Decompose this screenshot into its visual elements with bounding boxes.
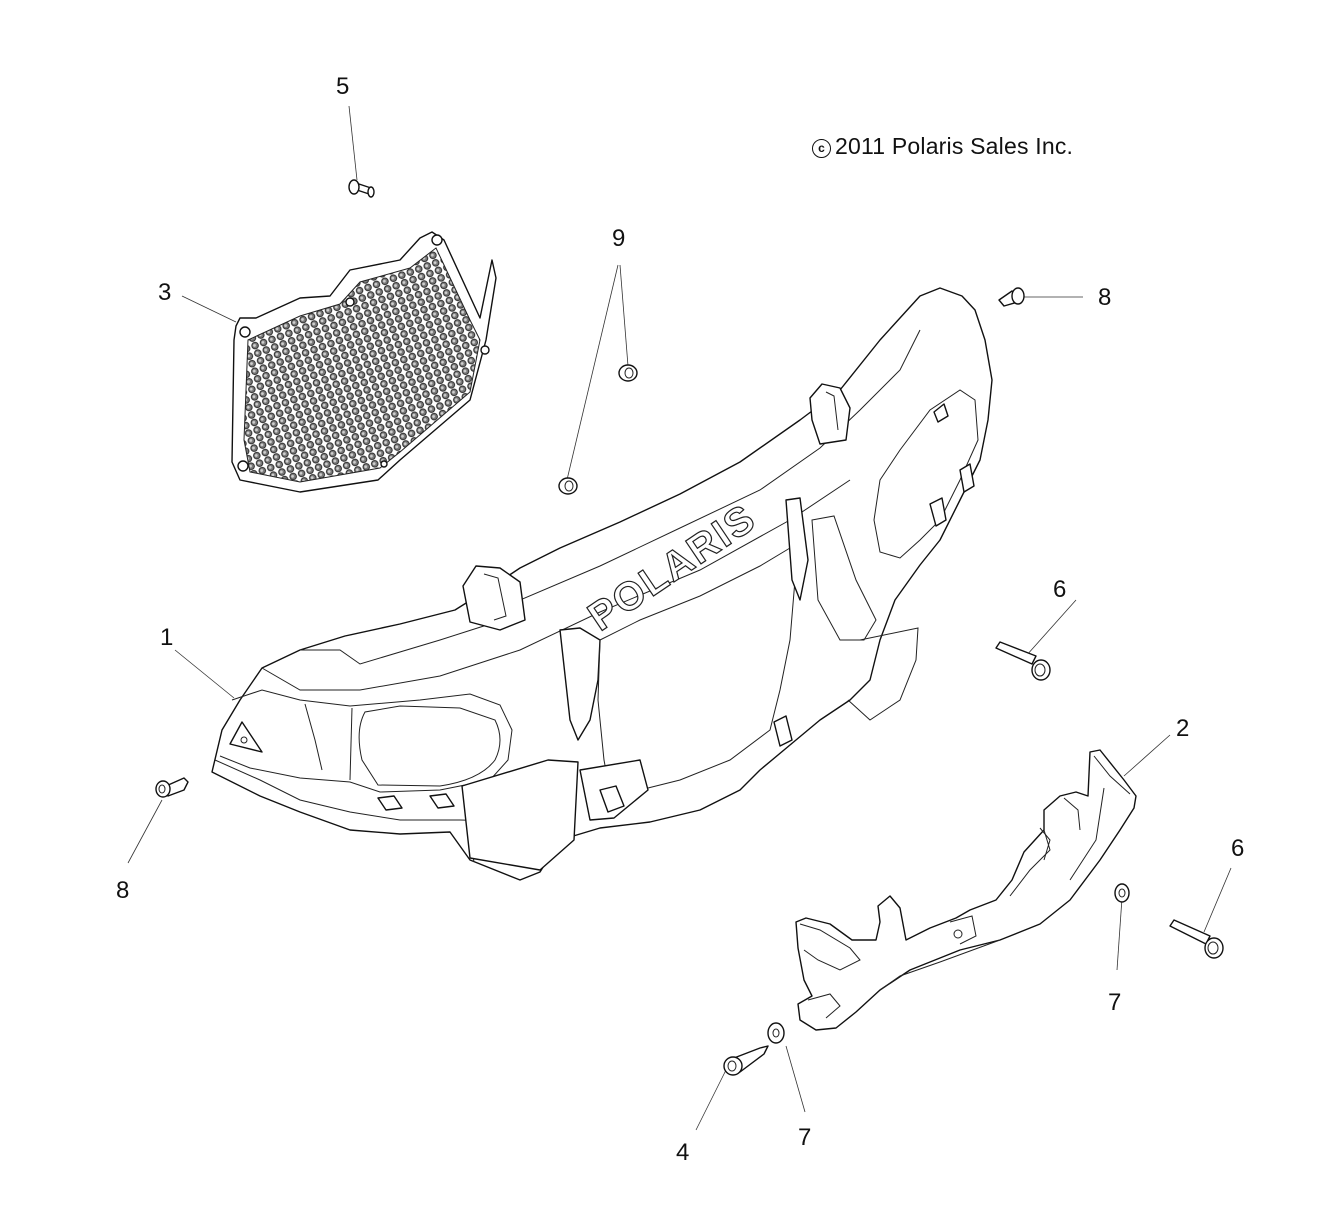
nut-icon [558, 264, 638, 495]
lower-skid-guard-icon [795, 734, 1171, 1031]
callout-8-rivet[interactable]: 8 [1098, 284, 1112, 311]
callout-3-grille[interactable]: 3 [158, 279, 172, 306]
flange-screw-icon [695, 1045, 769, 1131]
push-pin-icon [348, 105, 375, 198]
copyright-text: 2011 Polaris Sales Inc. [835, 133, 1074, 159]
callout-6-bolt[interactable]: 6 [1231, 835, 1245, 862]
callout-8-rivet[interactable]: 8 [116, 877, 130, 904]
callout-6-bolt[interactable]: 6 [1053, 576, 1067, 603]
front-bumper-icon: POLARIS [174, 287, 993, 881]
callout-2-skid-guard[interactable]: 2 [1176, 715, 1190, 742]
push-rivet-icon [998, 287, 1083, 307]
callout-5-push-pin[interactable]: 5 [336, 73, 350, 100]
washer-icon [767, 1022, 806, 1113]
flange-bolt-icon [995, 599, 1077, 681]
callout-7-washer[interactable]: 7 [798, 1124, 812, 1151]
push-rivet-icon [127, 777, 189, 864]
flange-bolt-icon [1169, 867, 1232, 959]
copyright-symbol-icon: c [812, 139, 831, 158]
callout-7-washer[interactable]: 7 [1108, 989, 1122, 1016]
callout-4-screw[interactable]: 4 [676, 1139, 690, 1166]
washer-icon [1114, 883, 1130, 971]
callout-1-bumper[interactable]: 1 [160, 624, 174, 651]
callout-9-nut[interactable]: 9 [612, 225, 626, 252]
mesh-grille-icon [181, 231, 497, 493]
